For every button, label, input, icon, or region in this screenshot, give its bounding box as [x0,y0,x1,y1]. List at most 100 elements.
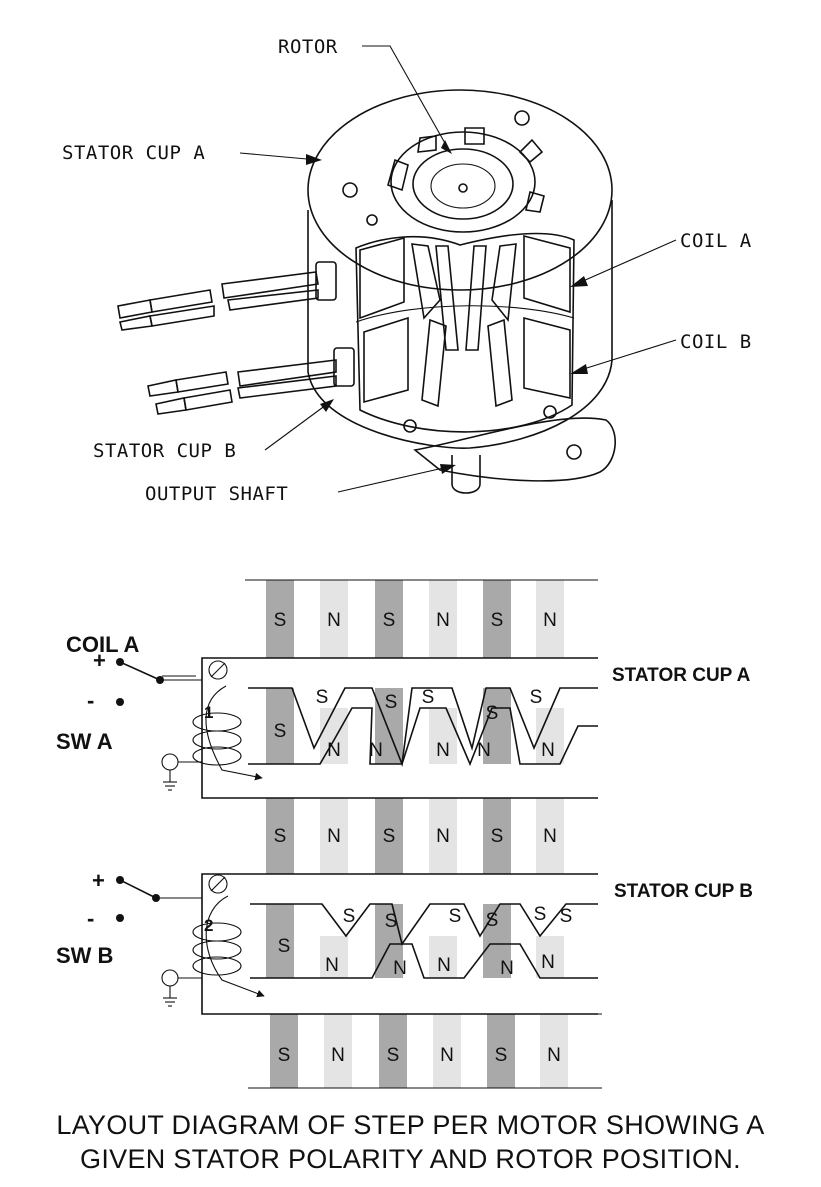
stator-cup-a-top [307,89,613,291]
wire-grommet [315,261,337,301]
magnet-segment [320,580,348,658]
stator-b-lower-pole: N [541,952,555,973]
stator-b-lower-pole: N [437,955,451,976]
stator-cup-a-diagram-label: STATOR CUP A [612,665,751,686]
magnet-segment [266,798,294,874]
caption-line-2: GIVEN STATOR POLARITY AND ROTOR POSITION… [80,1144,741,1174]
stator-tooth-shade [375,904,403,978]
pole-label: N [436,826,450,847]
stator-b-lower-pole: N [325,955,339,976]
stator-b-lower-pole: N [500,958,514,979]
rotor-tab [464,127,485,145]
pole-label: S [274,826,287,847]
rotor-face [412,148,514,220]
rotor-tab [417,135,437,153]
coil-a-leads [117,271,319,331]
motor-illustration: ROTOR STATOR CUP A COIL A COIL B STATOR … [62,36,752,505]
stator-b-upper-pole: S [449,906,462,927]
stator-cup-b-diagram-label: STATOR CUP B [614,881,753,902]
ground-icon [161,969,202,1007]
pole-label: S [491,826,504,847]
coil-b-left [363,316,409,404]
stator-tooth-shade [266,688,294,764]
magnet-segment [379,1014,407,1088]
cup-divider [355,305,575,323]
stator-a-upper-pole: S [530,687,543,708]
magnet-segment [536,580,564,658]
minus-terminal-b: - [87,906,94,931]
switch-a [116,658,202,706]
stator-tooth-shade [375,688,403,764]
stator-tooth [487,318,513,408]
flange-hole [566,444,582,460]
coil-a-label: COIL A [680,230,752,252]
stator-tooth-shade [429,936,457,978]
cutaway-opening [355,232,575,433]
magnet-segment [324,1014,352,1088]
rotor-ring [390,131,536,233]
stator-tooth [411,243,441,320]
stator-a-upper-pole: S [316,687,329,708]
magnet-segment [483,580,511,658]
motor-body [307,200,613,449]
magnet-segment [433,1014,461,1088]
output-shaft-label: OUTPUT SHAFT [145,483,288,505]
switch-b-label: SW B [56,943,113,968]
top-hole [514,110,530,126]
stator-tooth-shade [483,688,511,764]
stator-b-upper-pole: S [385,911,398,932]
top-hole [342,182,358,198]
stator-tooth [421,318,447,408]
bottom-hole [543,405,557,419]
stator-b-upper-pole: S [343,906,356,927]
leader-lines [239,45,677,493]
plus-terminal-a: + [93,648,106,673]
coil-a-right [523,234,571,314]
coil-b-label: COIL B [680,331,752,353]
coil-1-number: 1 [204,703,213,722]
stator-b-upper-pole: S [560,906,573,927]
stator-a-lower-pole: N [369,740,383,761]
switch-b [116,876,202,922]
stator-cup-b-body [201,873,598,1015]
stator-b-lower-pole: N [393,958,407,979]
ground-icon [161,753,202,791]
stator-tooth-shade [483,904,511,978]
stator-a-lower-pole: N [477,740,491,761]
pole-label: N [440,1045,454,1066]
bottom-hole [403,419,417,433]
pole-label: N [327,610,341,631]
figure-caption: LAYOUT DIAGRAM OF STEP PER MOTOR SHOWING… [0,1108,821,1176]
pole-label: N [436,610,450,631]
magnet-segment [536,798,564,874]
coil-2-number: 2 [204,916,213,935]
magnet-segment [320,798,348,874]
rotor-tab [525,190,545,213]
pole-label: S [387,1045,400,1066]
mounting-flange [413,417,616,482]
magnet-segment [266,580,294,658]
output-shaft [451,455,481,494]
stator-tooth-shade [320,936,348,978]
coil-a-left [359,236,405,320]
stator-tooth-shade [266,904,294,978]
stator-b-upper-pole: S [534,904,547,925]
pole-label: S [278,1045,291,1066]
stator-tooth [465,245,487,351]
pole-label: S [495,1045,508,1066]
stator-tooth [491,243,517,323]
stator-tooth-shade [536,708,564,764]
magnet-segment [429,580,457,658]
stator-b-upper-pole: S [486,910,499,931]
rotor-tab [387,158,409,192]
stator-a-lower-pole: N [327,740,341,761]
coil-a-switch-label: COIL A [66,632,139,657]
magnet-segment [429,798,457,874]
stator-tooth-shade [536,936,564,978]
rotor-inner [430,163,496,209]
magnet-segment [487,1014,515,1088]
pole-label: N [327,826,341,847]
pole-label: N [547,1045,561,1066]
